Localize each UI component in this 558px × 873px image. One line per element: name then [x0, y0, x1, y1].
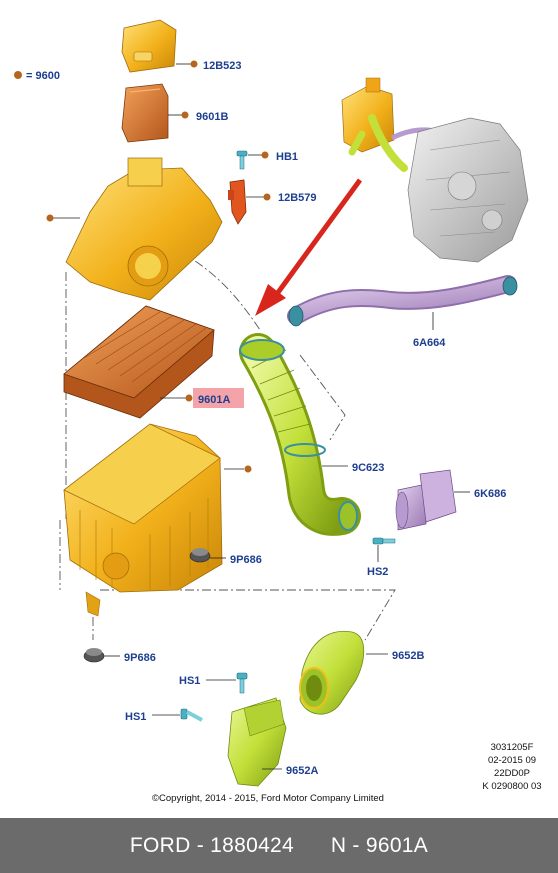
label-6K686: 6K686	[474, 488, 506, 500]
part-9601A-filter[interactable]	[63, 305, 215, 419]
label-9601A: 9601A	[198, 394, 230, 406]
label-HS2: HS2	[367, 566, 388, 578]
part-12B523-cover[interactable]	[121, 19, 177, 73]
part-air-cleaner-cover[interactable]	[65, 157, 223, 301]
part-9P686-grommet-b[interactable]	[83, 648, 105, 663]
engine-inset	[341, 77, 529, 263]
screw-HS2[interactable]	[372, 537, 396, 545]
meta-line-3: 22DD0P	[494, 768, 530, 779]
legend-label: = 9600	[26, 70, 60, 82]
label-6A664: 6A664	[413, 337, 446, 349]
screw-HS1-a[interactable]	[236, 672, 248, 694]
part-9652B-resonator[interactable]	[299, 630, 365, 715]
label-HS1-a: HS1	[179, 675, 200, 687]
label-12B579: 12B579	[278, 192, 317, 204]
label-9P686-a: 9P686	[230, 554, 262, 566]
parts-diagram: = 9600 12B523 9601B HB1 12B579	[14, 19, 542, 804]
part-6K686-flange[interactable]	[395, 469, 457, 531]
meta-line-2: 02-2015 09	[488, 755, 536, 766]
label-9652B: 9652B	[392, 650, 424, 662]
label-9C623: 9C623	[352, 462, 384, 474]
part-9652A-elbow[interactable]	[227, 697, 287, 787]
part-6A664-hose[interactable]	[287, 275, 518, 327]
label-9601B: 9601B	[196, 111, 228, 123]
label-HB1: HB1	[276, 151, 298, 163]
part-9C623-duct[interactable]	[239, 333, 361, 536]
part-9601B-insert[interactable]	[121, 83, 169, 143]
highlight-9601A	[193, 388, 244, 408]
part-air-cleaner-lower-housing[interactable]	[63, 423, 223, 617]
copyright-text: ©Copyright, 2014 - 2015, Ford Motor Comp…	[152, 793, 384, 804]
label-HS1-b: HS1	[125, 711, 146, 723]
meta-line-1: 3031205F	[491, 742, 534, 753]
footer-spacer	[294, 834, 331, 858]
part-12B579-sensor[interactable]	[228, 179, 247, 225]
meta-line-4: K 0290800 03	[482, 781, 541, 792]
screw-HS1-b[interactable]	[180, 708, 203, 722]
direction-arrow	[255, 178, 363, 316]
meta-block: 3031205F 02-2015 09 22DD0P K 0290800 03	[482, 742, 541, 792]
footer-part-number: FORD - 1880424	[129, 833, 295, 857]
label-9P686-b: 9P686	[124, 652, 156, 664]
label-9652A: 9652A	[286, 765, 318, 777]
part-9P686-grommet-a[interactable]	[189, 548, 211, 563]
screw-HB1[interactable]	[236, 150, 248, 170]
footer-part-code: N - 9601A	[330, 833, 429, 857]
footer-bar: FORD - 1880424 N - 9601A	[0, 818, 558, 873]
label-12B523: 12B523	[203, 60, 242, 72]
legend-dot	[14, 71, 22, 79]
